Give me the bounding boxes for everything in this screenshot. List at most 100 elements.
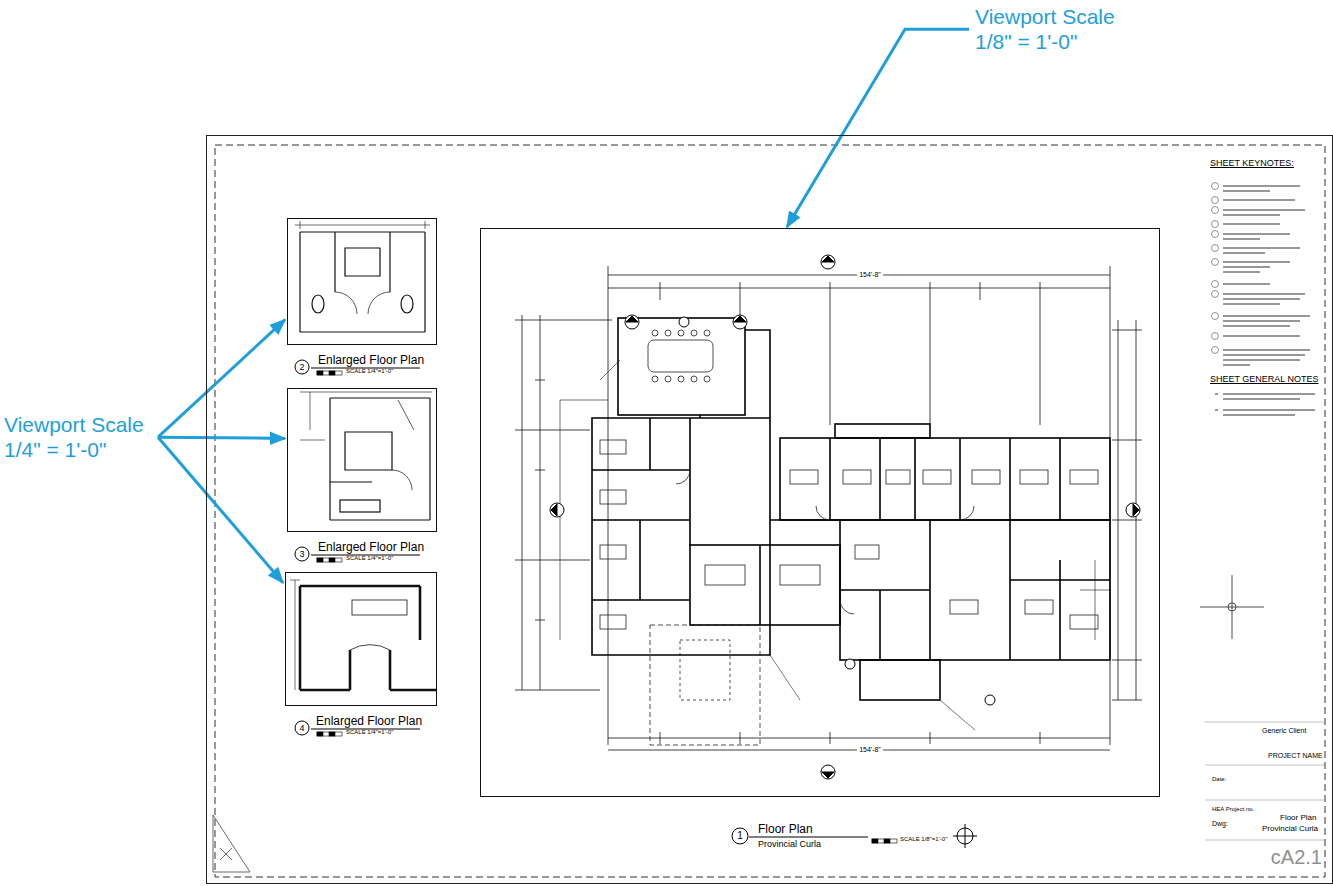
title-block-lines — [1205, 722, 1325, 840]
floor-plan-details — [600, 615, 626, 629]
floor-plan-details — [950, 600, 978, 614]
floor-plan-details — [704, 330, 710, 336]
view-title: Floor Plan — [758, 823, 813, 837]
callout-number: 4 — [299, 723, 304, 733]
floor-plan-details — [923, 470, 951, 484]
inner-dashed-border — [215, 145, 1325, 877]
keynote-rows — [1223, 316, 1310, 326]
scale-bars — [317, 371, 897, 843]
keynote-rows — [1223, 199, 1295, 201]
floor-plan-details — [648, 340, 713, 372]
title-block-text: Provincial Curla — [1262, 824, 1318, 833]
floor-plan-details — [1025, 600, 1053, 614]
floor-plan-details — [691, 330, 697, 336]
viewport: Enlarged Floor Plan — [285, 572, 437, 706]
callout-number: 1 — [737, 830, 743, 842]
enlarged-plan-drawing — [300, 232, 425, 332]
keynote-rows — [1212, 245, 1219, 252]
callout-number: 3 — [299, 549, 304, 559]
enlarged-plan-drawing — [340, 500, 380, 512]
section-markers — [1126, 503, 1140, 517]
floor-plan-dimensions — [1112, 320, 1142, 700]
floor-plan-details — [600, 360, 975, 730]
keynote-rows — [1212, 347, 1219, 354]
scale-bars — [317, 371, 323, 375]
section-markers — [551, 504, 557, 516]
section-markers — [1133, 504, 1139, 516]
title-block-text: Generic Client — [1262, 727, 1306, 735]
keynote-rows — [1215, 394, 1315, 415]
keynote-rows — [1223, 283, 1270, 285]
floor-plan-details — [600, 490, 626, 504]
floor-plan-walls — [760, 520, 840, 625]
scale-bars — [329, 558, 335, 562]
annotation: Viewport Scale 1/4" = 1'-0" — [4, 412, 154, 462]
view-title: Enlarged Floor Plan — [318, 541, 424, 555]
callout-arrow — [787, 29, 969, 227]
title-block-text: Date: — [1212, 776, 1226, 783]
section-markers — [733, 315, 747, 329]
floor-plan-details — [843, 470, 871, 484]
callout-arrow — [158, 437, 283, 583]
scale-bars — [329, 732, 335, 736]
section-markers — [985, 695, 995, 705]
floor-plan-details — [650, 625, 760, 745]
floor-plan-details — [665, 330, 671, 336]
title-underlines — [749, 837, 868, 838]
section-markers — [822, 772, 834, 778]
floor-plan-dimensions — [515, 266, 1142, 750]
floor-plan-walls — [690, 545, 840, 625]
floor-plan-walls — [618, 318, 745, 415]
title-underlines — [953, 824, 977, 848]
section-markers — [821, 255, 835, 269]
enlarged-plan-drawing — [300, 392, 432, 440]
floor-plan-details — [676, 470, 974, 614]
floor-plan-details — [600, 440, 626, 454]
floor-plan-details — [678, 376, 684, 382]
keynote-rows — [1223, 223, 1280, 225]
floor-plan-details — [678, 330, 684, 336]
enlarged-plan-drawing — [350, 645, 390, 650]
crosshair — [1200, 575, 1264, 639]
keynote-rows — [1212, 333, 1219, 340]
floor-plan-walls — [780, 438, 1110, 520]
floor-plan-details — [691, 376, 697, 382]
title-block-text: HEA Project no. — [1212, 806, 1254, 813]
title-underlines — [732, 828, 748, 844]
floor-plan-dimensions — [608, 266, 1110, 745]
floor-plan-details — [886, 470, 910, 484]
floor-plan-details — [1020, 470, 1048, 484]
section-markers — [822, 256, 834, 262]
section-markers — [821, 765, 835, 779]
section-markers — [550, 503, 564, 517]
keynote-rows — [1223, 186, 1300, 191]
keynote-rows — [1223, 234, 1290, 239]
section-heading: SHEET KEYNOTES: — [1210, 158, 1294, 168]
keynote-rows — [1223, 262, 1290, 272]
corner-triangle — [213, 815, 250, 872]
section-markers — [734, 316, 746, 322]
title-underlines — [295, 360, 309, 374]
view-title: Enlarged Floor Plan — [316, 715, 422, 729]
floor-plan-details — [652, 376, 658, 382]
floor-plan-details — [790, 470, 818, 484]
section-markers — [845, 659, 855, 669]
title-block-lines — [1205, 722, 1325, 840]
keynote-rows — [1212, 281, 1219, 288]
title-block-text: Floor Plan — [1280, 813, 1316, 822]
section-markers — [625, 315, 639, 329]
scale-bars — [317, 558, 323, 562]
section-heading: SHEET GENERAL NOTES — [1210, 374, 1319, 384]
section-markers — [626, 316, 638, 322]
floor-plan-details — [972, 470, 1000, 484]
enlarged-plan-drawing — [290, 221, 436, 690]
floor-plan-details — [680, 640, 730, 700]
keynote-rows — [1223, 350, 1310, 365]
floor-plan-walls — [840, 520, 1110, 660]
keynote-rows — [1212, 197, 1219, 204]
scale-bars — [872, 839, 897, 843]
floor-plan-walls — [835, 424, 930, 438]
